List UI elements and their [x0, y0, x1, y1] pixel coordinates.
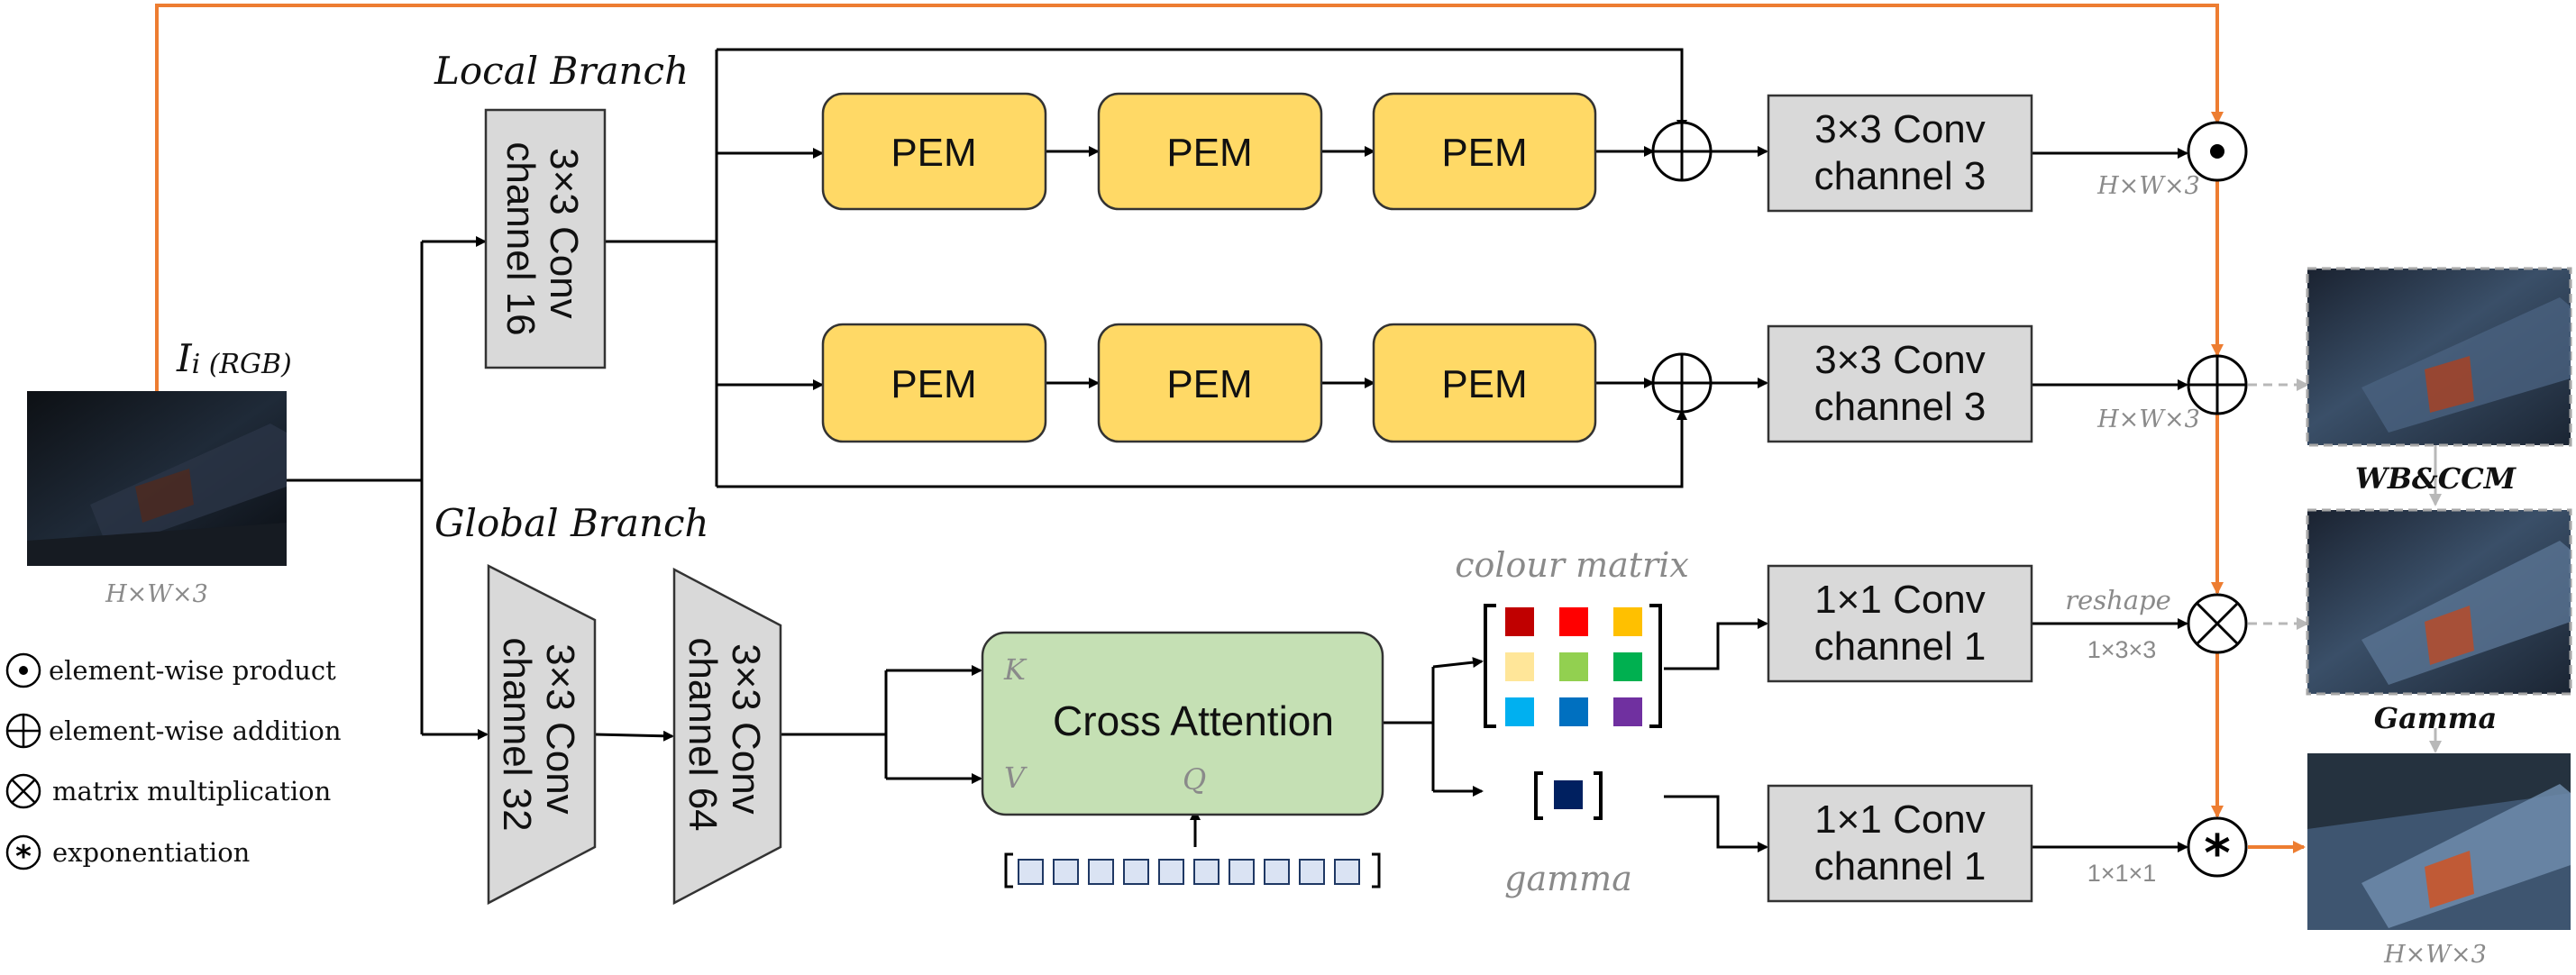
input-dims: H×W×3 [105, 580, 208, 608]
conv3-bottom-block: 3×3 Conv channel 3 [1767, 324, 2033, 443]
asterisk-icon: * [2187, 816, 2248, 883]
colour-matrix [1484, 604, 1662, 728]
svg-text:channel 1: channel 1 [1814, 844, 1987, 888]
svg-text:3×3 Conv: 3×3 Conv [1814, 107, 1986, 151]
svg-text:PEM: PEM [1441, 362, 1527, 406]
pem-block: PEM [821, 92, 1047, 211]
matrix-cell [1613, 652, 1642, 681]
query-token [1264, 859, 1290, 885]
query-token [1123, 859, 1149, 885]
pem-block: PEM [821, 323, 1047, 443]
conv3-top-block: 3×3 Conv channel 3 [1767, 94, 2033, 213]
local-branch-label: Local Branch [434, 49, 689, 93]
legend-item: element-wise product [49, 655, 336, 686]
query-token [1018, 859, 1044, 885]
gamma-output-label: Gamma [2374, 701, 2498, 735]
query-token [1088, 859, 1114, 885]
svg-text:1×1 Conv: 1×1 Conv [1814, 578, 1986, 622]
wb-ccm-output-image [2306, 267, 2572, 447]
svg-text:PEM: PEM [1166, 131, 1252, 175]
query-label: Q [1183, 762, 1206, 797]
reshape-dims: 1×3×3 [2087, 636, 2157, 663]
svg-text:PEM: PEM [1166, 362, 1252, 406]
cross-icon [5, 773, 41, 809]
legend-item: element-wise addition [49, 715, 342, 746]
pem-block: PEM [1372, 92, 1597, 211]
svg-text:PEM: PEM [891, 362, 976, 406]
input-image [27, 391, 287, 566]
matrix-cell [1559, 652, 1588, 681]
global-branch-label: Global Branch [434, 501, 709, 545]
dims-mid: H×W×3 [2096, 405, 2200, 433]
key-label: K [1003, 652, 1028, 687]
svg-text:PEM: PEM [891, 131, 976, 175]
conv1-bottom-block: 1×1 Conv channel 1 [1767, 784, 2033, 903]
legend-item: matrix multiplication [52, 776, 331, 806]
matrix-cell [1613, 607, 1642, 636]
svg-text:*: * [15, 839, 32, 875]
query-token [1229, 859, 1255, 885]
plus-icon [2187, 354, 2248, 415]
query-token [1053, 859, 1079, 885]
svg-text:1×1 Conv: 1×1 Conv [1814, 797, 1986, 842]
global-conv1-block: 3×3 Conv channel 32 [487, 563, 597, 906]
final-output-image [2307, 753, 2571, 930]
reshape-label: reshape [2065, 585, 2171, 615]
query-tokens [1004, 852, 1381, 888]
gamma-input-image [2306, 508, 2572, 696]
pem-block: PEM [1097, 323, 1323, 443]
cross-icon [2187, 593, 2248, 654]
legend: element-wise product element-wise additi… [5, 652, 342, 875]
wb-ccm-label: WB&CCM [2355, 461, 2517, 496]
matrix-cell [1505, 652, 1534, 681]
matrix-cell [1559, 607, 1588, 636]
plus-icon [5, 713, 41, 749]
pem-block: PEM [1372, 323, 1597, 443]
svg-text:3×3 Conv channel 16: 3×3 Conv channel 16 [498, 141, 586, 335]
svg-text:*: * [2204, 825, 2230, 883]
svg-text:3×3 Conv channel 32: 3×3 Conv channel 32 [495, 637, 582, 831]
asterisk-icon: * [5, 834, 41, 875]
conv1-top-block: 1×1 Conv channel 1 [1767, 564, 2033, 683]
connectors [287, 48, 2188, 852]
output-feed-arrows [2248, 378, 2442, 753]
gamma-label: gamma [1504, 859, 1632, 898]
plus-icon [1651, 121, 1713, 182]
query-token [1299, 859, 1325, 885]
dot-product-icon [5, 652, 41, 688]
svg-text:3×3 Conv: 3×3 Conv [1814, 338, 1986, 382]
dims-top: H×W×3 [2096, 172, 2200, 200]
svg-text:channel 3: channel 3 [1814, 385, 1987, 429]
svg-text:Cross Attention: Cross Attention [1053, 697, 1334, 744]
gamma-token [1534, 771, 1603, 820]
svg-text:3×3 Conv channel 64: 3×3 Conv channel 64 [681, 637, 768, 831]
global-conv2-block: 3×3 Conv channel 64 [672, 567, 782, 906]
image-flow-path [155, 4, 2306, 853]
final-output-dims: H×W×3 [2383, 941, 2487, 969]
svg-text:PEM: PEM [1441, 131, 1527, 175]
pem-block: PEM [1097, 92, 1323, 211]
matrix-cell [1613, 697, 1642, 726]
plus-icon [1651, 352, 1713, 414]
query-token [1193, 859, 1219, 885]
matrix-cell [1559, 697, 1588, 726]
query-token [1334, 859, 1360, 885]
svg-text:channel 1: channel 1 [1814, 624, 1987, 669]
gamma-dims: 1×1×1 [2087, 860, 2157, 887]
matrix-cell [1505, 697, 1534, 726]
legend-item: exponentiation [52, 837, 250, 868]
query-token [1158, 859, 1184, 885]
colour-matrix-label: colour matrix [1455, 545, 1689, 585]
input-label: Ii (RGB) [176, 336, 292, 380]
cross-attention-block: Cross Attention K V Q [981, 631, 1384, 816]
dot-product-icon [2187, 121, 2248, 182]
value-label: V [1004, 761, 1028, 795]
local-conv-block: 3×3 Conv channel 16 [484, 108, 607, 369]
svg-text:channel 3: channel 3 [1814, 154, 1987, 198]
matrix-cell [1505, 607, 1534, 636]
